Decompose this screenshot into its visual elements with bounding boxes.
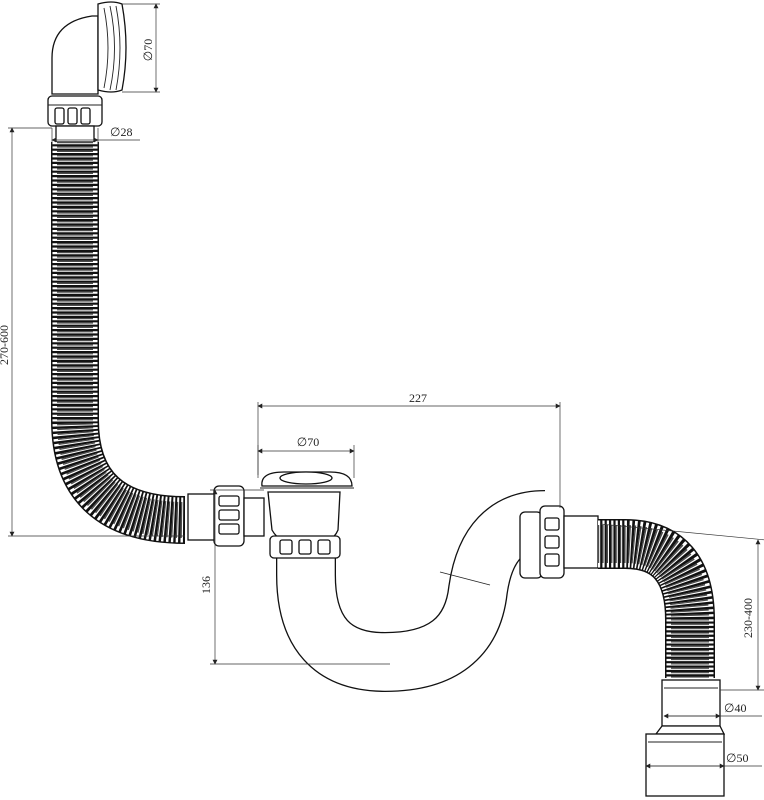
trap-pipe (276, 490, 547, 693)
dimension-hose-diameter: ∅28 (51, 125, 140, 146)
overflow-diameter-label: ∅70 (141, 39, 155, 61)
dimension-drain-diameter: ∅70 (257, 435, 355, 478)
outlet-union-nut (519, 505, 599, 579)
dimension-horizontal-span: 227 (257, 391, 561, 508)
outlet-small-diameter-label: ∅40 (724, 701, 746, 715)
outlet-hose-length-label: 230-400 (741, 598, 755, 638)
outlet-sleeve (645, 679, 726, 797)
horizontal-span-label: 227 (409, 391, 427, 405)
overflow-head (47, 1, 127, 143)
dimension-trap-depth: 136 (199, 489, 390, 665)
hose-length-label: 270-600 (0, 325, 11, 365)
drain-diameter-label: ∅70 (297, 435, 319, 449)
hose-connector (187, 485, 265, 547)
drain-body (260, 471, 354, 559)
dimension-overflow-diameter: ∅70 (122, 3, 160, 93)
dimension-outlet-hose-length: 230-400 (599, 523, 764, 691)
dimension-hose-length: 270-600 (0, 127, 185, 537)
outlet-large-diameter-label: ∅50 (726, 751, 748, 765)
hose-diameter-label: ∅28 (110, 125, 132, 139)
dimension-outlet-large-diameter: ∅50 (645, 751, 762, 769)
trap-depth-label: 136 (199, 576, 213, 594)
dimension-outlet-small-diameter: ∅40 (663, 701, 762, 719)
corrugated-outlet-hose (598, 519, 715, 678)
corrugated-overflow-hose (51, 142, 186, 544)
